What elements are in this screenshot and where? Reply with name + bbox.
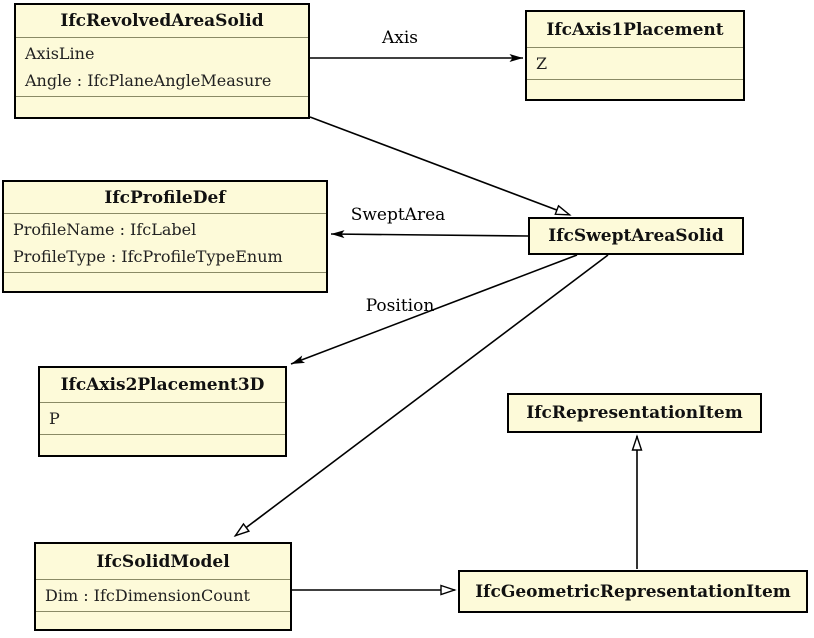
edge-gen-sweptarea-to-solidmodel <box>233 254 609 538</box>
class-operations-empty <box>36 611 290 629</box>
class-operations-empty <box>527 79 743 99</box>
class-title: IfcRepresentationItem <box>526 403 743 423</box>
class-operations-empty <box>16 96 308 117</box>
class-box-ifcaxis1placement: IfcAxis1Placement Z <box>525 10 745 101</box>
class-attribute: Angle : IfcPlaneAngleMeasure <box>25 71 272 90</box>
edge-gen-revolved-to-sweptarea <box>309 116 572 216</box>
class-title: IfcProfileDef <box>104 187 226 208</box>
class-box-ifcprofiledef: IfcProfileDef ProfileName : IfcLabel Pro… <box>2 180 328 293</box>
class-attribute: Dim : IfcDimensionCount <box>45 586 250 605</box>
class-title: IfcAxis2Placement3D <box>60 375 265 395</box>
class-operations-empty <box>4 272 326 291</box>
class-title: IfcGeometricRepresentationItem <box>475 581 791 602</box>
edge-label-sweptarea: SweptArea <box>350 205 446 225</box>
class-attribute: Z <box>536 54 548 73</box>
class-title: IfcAxis1Placement <box>546 19 724 40</box>
class-attribute: ProfileType : IfcProfileTypeEnum <box>13 247 283 266</box>
class-attributes: AxisLine Angle : IfcPlaneAngleMeasure <box>16 37 308 96</box>
class-attributes: P <box>40 402 285 434</box>
class-title: IfcRevolvedAreaSolid <box>60 11 264 31</box>
class-attribute: AxisLine <box>25 44 95 63</box>
edge-label-position: Position <box>365 296 435 316</box>
class-operations-empty <box>40 434 285 455</box>
edge-position-line <box>290 254 578 365</box>
class-box-ifcgeometricrepresentationitem: IfcGeometricRepresentationItem <box>458 570 808 613</box>
class-title: IfcSolidModel <box>96 551 230 572</box>
class-attribute: P <box>49 409 60 428</box>
class-box-ifcrepresentationitem: IfcRepresentationItem <box>507 393 762 433</box>
edge-sweptarea-line <box>330 230 529 239</box>
class-box-ifcsolidmodel: IfcSolidModel Dim : IfcDimensionCount <box>34 542 292 631</box>
class-attributes: Dim : IfcDimensionCount <box>36 579 290 611</box>
class-attributes: ProfileName : IfcLabel ProfileType : Ifc… <box>4 213 326 272</box>
class-attributes: Z <box>527 47 743 79</box>
class-box-ifcaxis2placement3d: IfcAxis2Placement3D P <box>38 366 287 457</box>
class-attribute: ProfileName : IfcLabel <box>13 220 197 239</box>
class-title: IfcSweptAreaSolid <box>548 226 724 246</box>
class-box-ifcsweptareasolid: IfcSweptAreaSolid <box>528 217 744 255</box>
class-box-ifcrevolvedareasolid: IfcRevolvedAreaSolid AxisLine Angle : If… <box>14 3 310 119</box>
edge-label-axis: Axis <box>381 28 419 48</box>
